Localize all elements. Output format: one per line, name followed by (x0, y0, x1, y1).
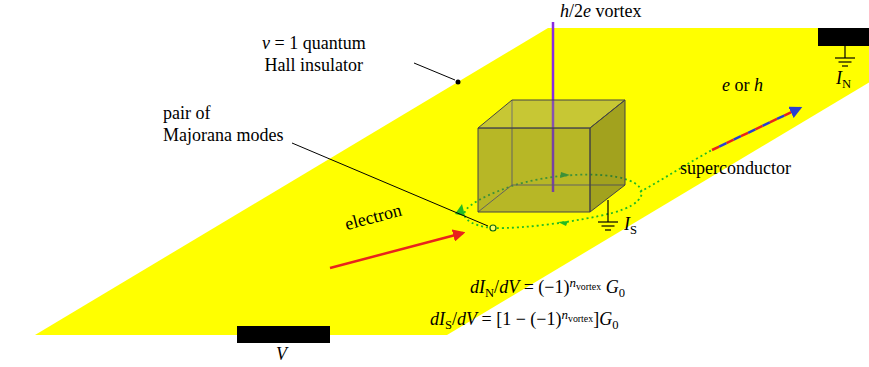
text-run: G (599, 309, 612, 329)
text-run: ] (593, 309, 599, 329)
text-run: S (445, 318, 452, 332)
text-run: n (569, 275, 575, 290)
ground-symbol (598, 200, 618, 230)
text-run: dV (499, 277, 519, 297)
text-run: ν (262, 33, 275, 53)
text-run: / (452, 309, 457, 329)
majorana-point (490, 225, 496, 231)
text-run: 0 (619, 286, 625, 300)
vortex-label: h/2e vortex (560, 0, 642, 22)
text-run: I (624, 214, 630, 234)
text-run: h (560, 1, 569, 21)
electron-arrow (330, 233, 463, 268)
text-run: Hall (265, 55, 301, 75)
text-run: e (583, 1, 591, 21)
text-run: V (276, 344, 287, 364)
text-run: vortex (591, 1, 641, 21)
quantum-hall-plane (35, 28, 869, 335)
edge-state-arrow (558, 221, 568, 226)
text-run: S (630, 223, 637, 237)
leader-line (414, 63, 455, 80)
text-run: pair (163, 103, 195, 123)
text-run: /2 (569, 1, 583, 21)
text-run: G (606, 277, 619, 297)
text-run: Majorana (163, 125, 236, 145)
majorana-label: pair of Majorana modes (163, 102, 283, 146)
text-run: N (485, 286, 494, 300)
superconductor-label: superconductor (680, 157, 791, 179)
leader-dot (456, 80, 461, 85)
text-run: vortex (568, 313, 593, 324)
outgoing-arrow (712, 108, 800, 150)
voltage-label: V (276, 343, 287, 365)
text-run: / (494, 277, 499, 297)
drain-contact (818, 28, 869, 46)
text-run: vortex (576, 281, 601, 292)
text-run: or (730, 75, 754, 95)
text-run: dI (430, 309, 445, 329)
text-run: h (754, 75, 763, 95)
text-run (601, 277, 606, 297)
text-run: = (275, 33, 290, 53)
ground-symbol (835, 46, 855, 66)
text-run: dV (457, 309, 477, 329)
text-run: of (195, 103, 210, 123)
conductance-formula: dIN/dV = (−1)nvortex G0 (470, 276, 625, 301)
text-run: = (−1) (519, 277, 569, 297)
conductance-formula: dIS/dV = [1 − (−1)nvortex]G0 (430, 308, 618, 333)
particle-label: e or h (722, 74, 763, 96)
text-run: modes (236, 125, 283, 145)
current-label: IN (836, 67, 851, 91)
text-run: dI (470, 277, 485, 297)
text-run: = [1 − (−1) (477, 309, 561, 329)
voltage-contact (237, 326, 330, 343)
current-label: IS (624, 213, 637, 237)
superconductor-block (478, 100, 625, 212)
text-run: quantum (303, 33, 366, 53)
text-run: insulator (300, 55, 363, 75)
text-run: 0 (612, 318, 618, 332)
text-run: e (722, 75, 730, 95)
text-run: n (561, 307, 567, 322)
text-run: N (842, 77, 851, 91)
outgoing-arrow (712, 108, 800, 150)
text-run: 1 (289, 33, 303, 53)
region-label: ν = 1 quantum Hall insulator (262, 32, 366, 76)
text-run: I (836, 68, 842, 88)
